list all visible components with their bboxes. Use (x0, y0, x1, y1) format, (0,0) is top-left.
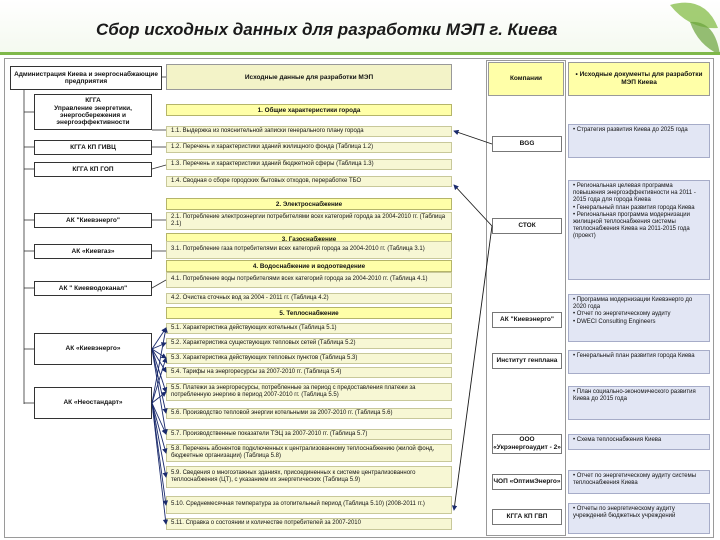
section-head-2: 2. Электроснабжение (166, 198, 452, 210)
docs-optimenergo: • Отчет по энергетическому аудиту систем… (568, 470, 710, 494)
middle-header: Исходные данные для разработки МЭП (166, 64, 452, 90)
item-5-5: 5.5. Платежи за энергоресурсы, потреблен… (166, 383, 452, 401)
docs-stok: • Региональная целевая программа повышен… (568, 180, 710, 280)
left-box-kgvc: КГГА КП ГИВЦ (34, 140, 152, 155)
company-bgg: BGG (492, 136, 562, 152)
item-5-1: 5.1. Характеристика действующих котельны… (166, 323, 452, 334)
item-4-2: 4.2. Очистка сточных вод за 2004 - 2011 … (166, 293, 452, 304)
item-5-3: 5.3. Характеристика действующих тепловых… (166, 353, 452, 364)
title-bar (0, 0, 720, 54)
docs-kgga-gvp: • Отчеты по энергетическому аудиту учреж… (568, 503, 710, 534)
item-1-4: 1.4. Сводная о сборе городских бытовых о… (166, 176, 452, 187)
title-divider (0, 52, 720, 55)
docs-bgg: • Стратегия развития Киева до 2025 года (568, 124, 710, 158)
left-box-kgga: КГГА Управление энергетики, энергосбереж… (34, 94, 152, 130)
item-4-1: 4.1. Потребление воды потребителями всех… (166, 272, 452, 288)
item-5-8: 5.8. Перечень абонентов подключенных к ц… (166, 444, 452, 462)
left-header: Администрация Киева и энергоснабжающие п… (10, 66, 162, 90)
item-5-7: 5.7. Производственные показатели ТЭЦ за … (166, 429, 452, 440)
company-optimenergo: ЧОП «ОптимЭнерго» (492, 474, 562, 490)
section-head-1: 1. Общие характеристики города (166, 104, 452, 116)
item-5-11: 5.11. Справка о состоянии и количестве п… (166, 518, 452, 530)
companies-column (486, 60, 566, 536)
page-title: Сбор исходных данных для разработки МЭП … (96, 20, 558, 39)
left-box-neostandart: АК «Неостандарт» (34, 387, 152, 419)
item-5-10: 5.10. Среднемесячная температура за отоп… (166, 496, 452, 514)
docs-header: • Исходные документы для разработки МЭП … (568, 62, 710, 96)
left-box-kievenergo: АК "Киевэнерго" (34, 213, 152, 228)
company-genplan: Институт генплана (492, 353, 562, 369)
item-1-1: 1.1. Выдержка из пояснительной записки г… (166, 126, 452, 137)
companies-header: Компании (488, 62, 564, 96)
section-head-5: 5. Теплоснабжение (166, 307, 452, 319)
left-box-kievenergo-2: АК «Киевэнерго» (34, 333, 152, 365)
docs-ukrenergoaudit: • Схема теплоснабжения Киева (568, 434, 710, 450)
docs-socio-economic: • План социально-экономического развития… (568, 386, 710, 420)
company-kgga-gvp: КГГА КП ГВП (492, 509, 562, 525)
section-head-4: 4. Водоснабжение и водоотведение (166, 260, 452, 272)
item-1-2: 1.2. Перечень и характеристики зданий жи… (166, 142, 452, 153)
left-box-gop: КГГА КП ГОП (34, 162, 152, 177)
item-5-2: 5.2. Характеристика существующих тепловы… (166, 338, 452, 349)
item-5-9: 5.9. Сведения о многоэтажных зданиях, пр… (166, 466, 452, 488)
docs-genplan: • Генеральный план развития города Киева (568, 350, 710, 374)
item-5-6: 5.6. Производство тепловой энергии котел… (166, 408, 452, 419)
item-5-4: 5.4. Тарифы на энергоресурсы за 2007-201… (166, 367, 452, 378)
item-1-3: 1.3. Перечень и характеристики зданий бю… (166, 159, 452, 170)
company-stok: СТОК (492, 218, 562, 234)
docs-kievenergo: • Программа модернизации Киевэнерго до 2… (568, 294, 710, 342)
company-ukrenergoaudit: ООО «Укрэнергоаудит - 2» (492, 434, 562, 454)
item-3-1: 3.1. Потребление газа потребителями всех… (166, 241, 452, 259)
left-box-kievgaz: АК «Киевгаз» (34, 244, 152, 259)
left-box-kievvodokanal: АК " Киевводоканал" (34, 281, 152, 296)
company-kievenergo: АК "Киевэнерго" (492, 312, 562, 328)
item-2-1: 2.1. Потребление электроэнергии потребит… (166, 212, 452, 230)
leaf-decoration-icon (670, 2, 720, 55)
